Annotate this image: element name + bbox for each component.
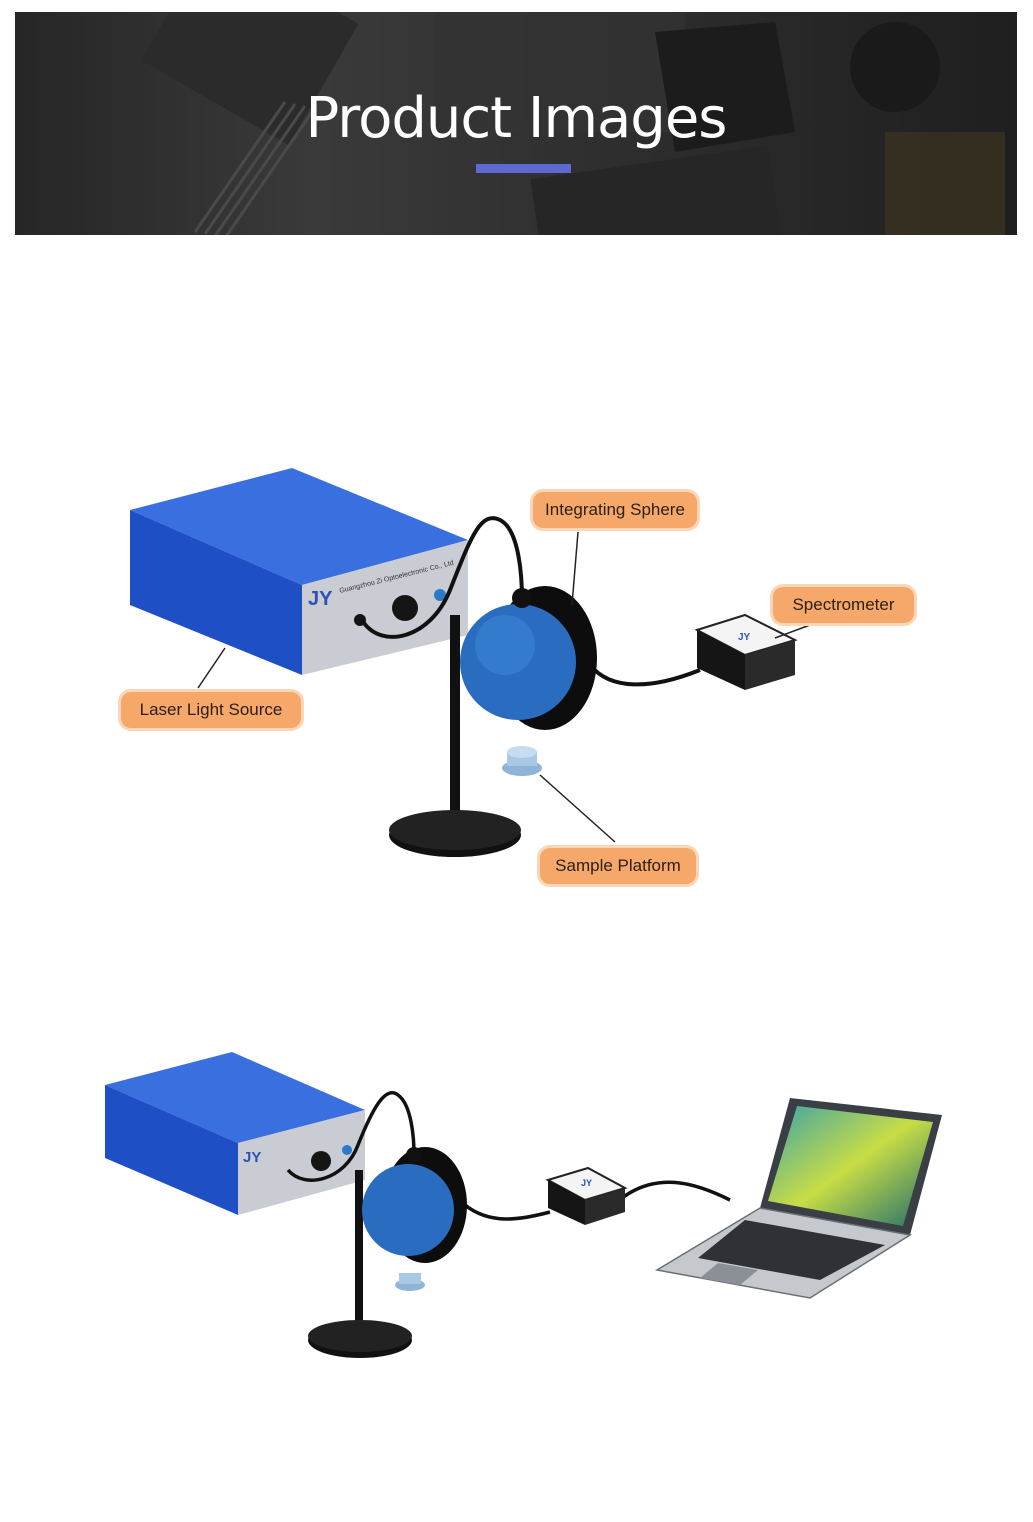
integrating-sphere-device (362, 1147, 467, 1263)
laser-light-source-device: JY Guangzhou Zi Optoelectronic Co., Ltd (130, 468, 468, 675)
label-spectrometer: Spectrometer (773, 587, 914, 623)
setup-illustration: JY Guangzhou Zi Optoelectronic Co., Ltd (130, 468, 811, 857)
banner-background-decor (141, 12, 1005, 235)
svg-text:JY: JY (581, 1178, 592, 1188)
svg-text:JY: JY (243, 1149, 261, 1166)
svg-text:JY: JY (308, 588, 333, 610)
svg-text:JY: JY (738, 632, 751, 643)
laptop-computer (654, 1098, 942, 1299)
integrating-sphere-device (460, 586, 597, 730)
header-banner: Product Images (15, 12, 1017, 235)
setup-diagram-labeled: JY Guangzhou Zi Optoelectronic Co., Ltd (0, 440, 1033, 910)
sample-platform-device (502, 746, 542, 776)
title-underline (476, 164, 571, 173)
setup-laptop-illustration: JY JY (105, 1052, 942, 1358)
label-laser-light-source: Laser Light Source (121, 692, 301, 728)
page-title: Product Images (305, 86, 728, 151)
setup-diagram-with-laptop: JY JY (0, 1040, 1033, 1380)
label-integrating-sphere: Integrating Sphere (533, 492, 697, 528)
spectrometer-device: JY (694, 613, 798, 690)
sample-platform-device (395, 1273, 425, 1291)
spectrometer-device: JY (545, 1166, 628, 1225)
laser-light-source-device: JY (105, 1052, 365, 1215)
label-sample-platform: Sample Platform (540, 848, 696, 884)
